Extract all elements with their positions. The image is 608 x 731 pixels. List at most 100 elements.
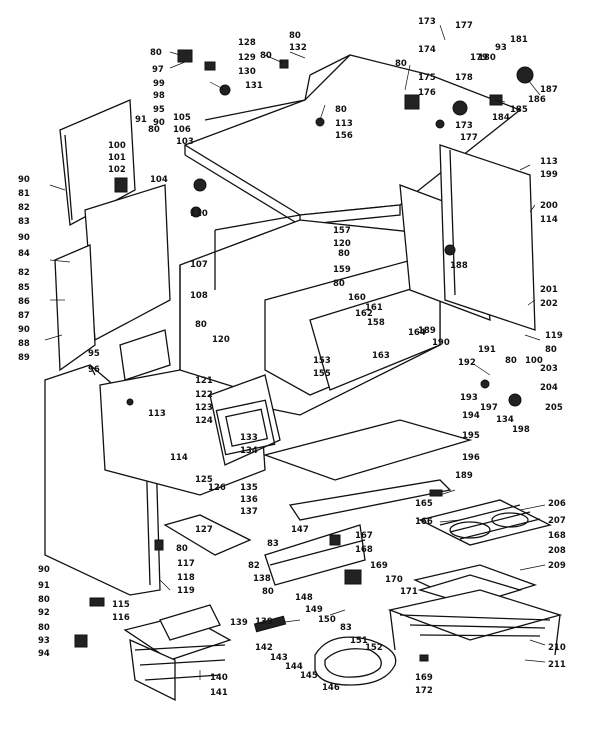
part-label: 174 <box>418 45 436 55</box>
part-label: 91 <box>38 581 50 591</box>
part-label: 175 <box>418 73 436 83</box>
part-label: 114 <box>540 215 558 225</box>
part-label: 83 <box>267 539 279 549</box>
part-label: 80 <box>289 31 301 41</box>
part-label: 204 <box>540 383 558 393</box>
part-label: 178 <box>455 73 473 83</box>
part-label: 184 <box>492 113 510 123</box>
part-label: 140 <box>210 673 228 683</box>
part-label: 199 <box>540 170 558 180</box>
part-label: 190 <box>432 338 450 348</box>
part-label: 120 <box>212 335 230 345</box>
part-label: 103 <box>176 137 194 147</box>
part-label: 101 <box>108 153 126 163</box>
part-label: 95 <box>153 105 165 115</box>
part-label: 107 <box>190 260 208 270</box>
part-label: 135 <box>240 483 258 493</box>
part-label: 118 <box>177 573 195 583</box>
part-label: 210 <box>548 643 566 653</box>
part-label: 170 <box>385 575 403 585</box>
part-label: 151 <box>350 636 368 646</box>
part-label: 164 <box>408 328 426 338</box>
part-label: 192 <box>458 358 476 368</box>
part-label: 139 <box>255 617 273 627</box>
part-label: 104 <box>150 175 168 185</box>
part-label: 124 <box>195 416 213 426</box>
part-label: 85 <box>18 283 30 293</box>
part-label: 80 <box>195 320 207 330</box>
part-label: 191 <box>478 345 496 355</box>
part-label: 201 <box>540 285 558 295</box>
part-label: 122 <box>195 390 213 400</box>
part-label: 179 <box>470 53 488 63</box>
part-label: 114 <box>170 453 188 463</box>
cooktop-top-panel <box>183 54 522 226</box>
part-label: 98 <box>153 91 165 101</box>
part-label: 110 <box>190 209 208 219</box>
part-label: 100 <box>525 356 543 366</box>
part-label: 189 <box>455 471 473 481</box>
part-label: 166 <box>415 517 433 527</box>
part-label: 81 <box>18 189 30 199</box>
part-label: 159 <box>333 265 351 275</box>
part-label: 119 <box>545 331 563 341</box>
part-label: 169 <box>415 673 433 683</box>
small-components <box>74 49 534 662</box>
part-label: 113 <box>540 157 558 167</box>
part-label: 205 <box>545 403 563 413</box>
part-label: 134 <box>496 415 514 425</box>
part-label: 163 <box>372 351 390 361</box>
part-label: 80 <box>395 59 407 69</box>
part-label: 100 <box>108 141 126 151</box>
part-label: 102 <box>108 165 126 175</box>
part-label: 157 <box>333 226 351 236</box>
part-label: 93 <box>38 636 50 646</box>
part-label: 152 <box>365 643 383 653</box>
part-label: 133 <box>240 433 258 443</box>
part-label: 167 <box>355 531 373 541</box>
oven-body <box>179 214 441 416</box>
part-label: 139 <box>230 618 248 628</box>
part-label: 180 <box>478 53 496 63</box>
part-label: 207 <box>548 516 566 526</box>
part-label: 82 <box>18 203 30 213</box>
part-label: 177 <box>455 21 473 31</box>
part-label: 94 <box>38 649 50 659</box>
part-label: 132 <box>289 43 307 53</box>
part-label: 188 <box>450 261 468 271</box>
leader-lines <box>44 24 546 680</box>
part-label: 115 <box>112 600 130 610</box>
part-label: 160 <box>348 293 366 303</box>
part-label: 181 <box>510 35 528 45</box>
part-label: 168 <box>548 531 566 541</box>
part-label: 80 <box>338 249 350 259</box>
part-label: 121 <box>195 376 213 386</box>
part-label: 141 <box>210 688 228 698</box>
part-label: 130 <box>238 67 256 77</box>
part-label: 80 <box>545 345 557 355</box>
part-label: 125 <box>195 475 213 485</box>
part-label: 138 <box>253 574 271 584</box>
part-label: 113 <box>148 409 166 419</box>
part-label: 177 <box>460 133 478 143</box>
part-label: 171 <box>400 587 418 597</box>
part-label: 80 <box>38 623 50 633</box>
part-label: 129 <box>238 53 256 63</box>
part-label: 144 <box>285 662 303 672</box>
part-label: 194 <box>462 411 480 421</box>
part-label: 153 <box>313 356 331 366</box>
left-control-bracket <box>54 184 171 372</box>
part-label: 127 <box>195 525 213 535</box>
part-label: 80 <box>262 587 274 597</box>
part-label: 80 <box>150 48 162 58</box>
part-label: 80 <box>505 356 517 366</box>
oven-rack-upper <box>418 499 552 546</box>
part-label: 156 <box>335 131 353 141</box>
part-label: 84 <box>18 249 30 259</box>
part-label: 176 <box>418 88 436 98</box>
part-label: 80 <box>176 544 188 554</box>
part-label: 186 <box>528 95 546 105</box>
part-label: 148 <box>295 593 313 603</box>
part-label: 90 <box>18 233 30 243</box>
